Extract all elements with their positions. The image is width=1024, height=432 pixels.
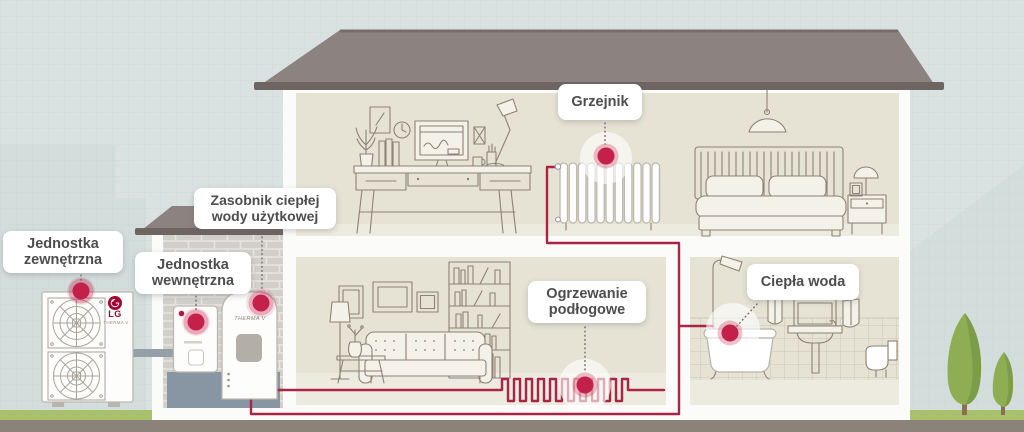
- toilet: [865, 340, 898, 378]
- label-water-tank: Zasobnik ciepłej wody użytkowej: [194, 188, 336, 230]
- bathroom-illustration: [703, 255, 898, 380]
- label-radiator: Grzejnik: [558, 84, 642, 121]
- desk-illustration: [353, 98, 532, 234]
- outdoor-unit-model-text: THERMA V: [103, 320, 129, 325]
- markers: [67, 122, 760, 411]
- label-indoor-unit: Jednostka wewnętrzna: [135, 252, 251, 295]
- heating-pipe-loop: [249, 165, 681, 416]
- lg-logo-text: LG: [108, 309, 122, 319]
- radiator-marker-dot: [593, 143, 619, 169]
- wall-frames: [338, 281, 439, 319]
- living-room-illustration: [329, 261, 511, 384]
- mattress: [695, 195, 847, 219]
- tufting-dots: [375, 340, 474, 351]
- bed: [694, 146, 847, 237]
- desk: [353, 165, 532, 234]
- wall-clock: [393, 121, 411, 139]
- pillow: [705, 175, 764, 199]
- floor-heating-marker-dot: [572, 372, 598, 398]
- sofa: [358, 331, 493, 384]
- bedside-frame: [849, 182, 863, 197]
- indoor-unit-button: [188, 349, 204, 366]
- tree-small: [992, 352, 1013, 415]
- bathroom-floor: [690, 380, 899, 405]
- pendant-lamp: [748, 89, 787, 133]
- vase: [347, 341, 363, 358]
- bedside-lamp: [853, 166, 879, 196]
- refrigerant-pipe: [131, 349, 176, 357]
- tank-marker-dot: [248, 290, 274, 316]
- label-outdoor-unit: Jednostka zewnętrzna: [3, 231, 123, 274]
- sink: [787, 320, 843, 374]
- bedroom-illustration: [694, 89, 887, 237]
- lg-logo-icon: [108, 296, 122, 310]
- label-hot-water: Ciepła woda: [747, 264, 859, 301]
- wall-picture-frame: [369, 106, 391, 134]
- water-tank: [221, 291, 278, 400]
- wall-hanger: [473, 126, 486, 145]
- fan-grille-top: [47, 297, 106, 349]
- shower: [712, 255, 743, 333]
- tank-panel: [236, 334, 262, 362]
- hot-water-leader-line: [736, 303, 758, 327]
- indoor-marker-dot: [183, 309, 209, 335]
- tank-model-text: THERMA V: [234, 316, 266, 322]
- monitor: [414, 120, 469, 161]
- desk-lamp: [485, 98, 518, 170]
- tree-large: [947, 313, 982, 415]
- radiator-valve: [554, 163, 562, 170]
- hot-water-marker-dot: [717, 320, 743, 346]
- nightstand: [847, 194, 887, 235]
- main-roof: [262, 30, 934, 84]
- ground-strip: [0, 420, 1024, 432]
- label-floor-heating: Ogrzewanie podłogowe: [528, 281, 646, 324]
- floor-lamp: [329, 301, 351, 380]
- pillow: [768, 175, 827, 199]
- coffee-table: [336, 324, 386, 384]
- indoor-unit: [172, 305, 219, 373]
- outdoor-marker-dot: [68, 278, 94, 304]
- lg-mini-logo-icon: [178, 310, 185, 317]
- fan-grille-bottom: [47, 351, 106, 401]
- annex-roof-eave: [135, 228, 292, 235]
